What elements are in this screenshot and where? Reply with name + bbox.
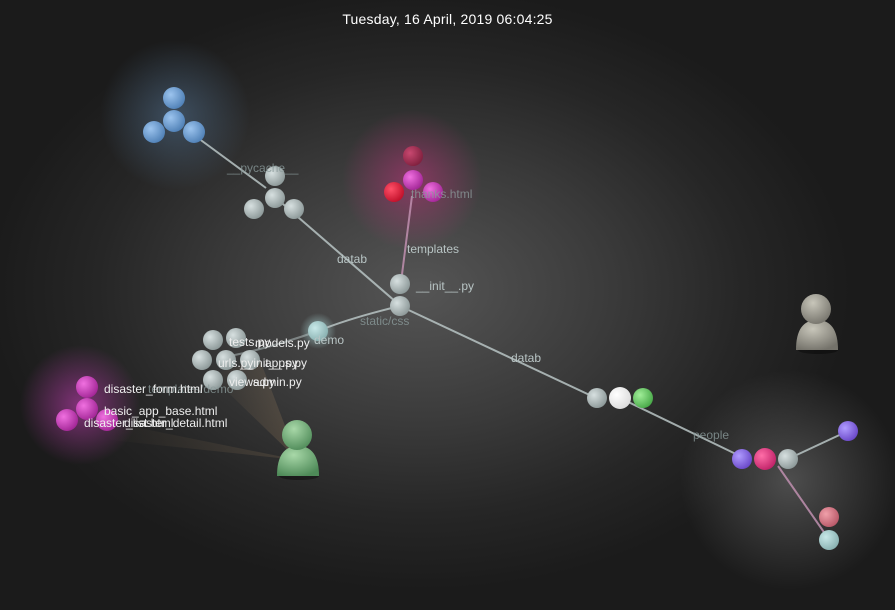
pycache-blue-nodes	[143, 87, 205, 143]
timestamp-header: Tuesday, 16 April, 2019 06:04:25	[342, 11, 553, 27]
label-datab-upper: datab	[337, 252, 367, 266]
user-avatar-icon-gray	[796, 294, 838, 354]
datab-nodes	[587, 387, 653, 409]
label-basic-app-base: basic_app_base.html	[104, 404, 217, 418]
label-thanks: thanks.html	[411, 187, 472, 201]
templates-nodes	[384, 146, 443, 202]
label-admin: admin.py	[253, 375, 302, 389]
label-templates: templates	[407, 242, 459, 256]
html-template-nodes	[56, 376, 118, 431]
label-datab-lower: datab	[511, 351, 541, 365]
pycache-dir-nodes	[244, 166, 304, 219]
label-static-css: static/css	[360, 314, 409, 328]
label-urls: urls.py	[218, 356, 253, 370]
label-disaster-form: disaster_form.html	[104, 382, 203, 396]
label-pycache: __pycache__	[226, 161, 299, 175]
label-init: __init__.py	[415, 279, 474, 293]
label-tests: tests.py	[229, 335, 270, 349]
label-templates-demo: templates/demo	[148, 382, 234, 396]
label-models: models.py	[255, 336, 310, 350]
label-init2: __init__.py	[239, 356, 298, 370]
label-apps: apps.py	[265, 356, 307, 370]
user-avatar-icon-green	[277, 420, 319, 480]
label-disaster-detail: disaster_detail.html	[124, 416, 227, 430]
label-disaster-list: disaster_list.html	[84, 416, 173, 430]
label-demo: demo	[314, 333, 344, 347]
label-people: people	[693, 428, 729, 442]
demo-nodes	[192, 328, 260, 390]
label-views: views.py	[229, 375, 275, 389]
people-nodes	[732, 421, 858, 550]
node-labels: __pycache__ thanks.html templates datab …	[84, 161, 729, 442]
central-nodes	[308, 274, 410, 341]
